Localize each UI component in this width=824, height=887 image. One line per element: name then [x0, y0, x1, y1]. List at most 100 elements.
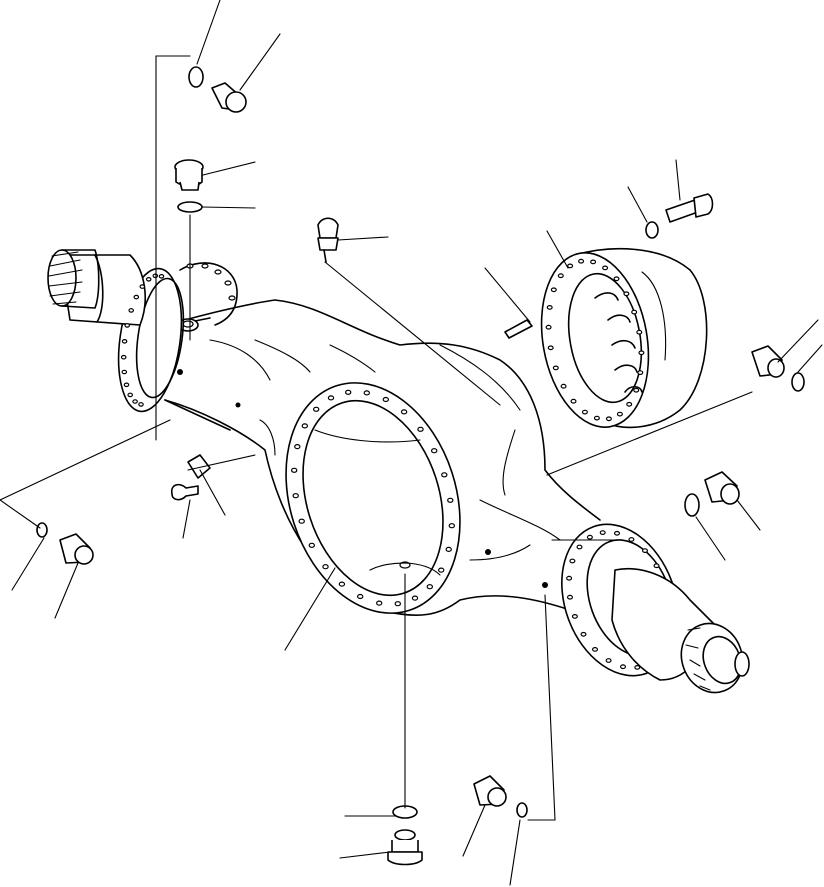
washer — [645, 221, 659, 239]
gasket — [187, 454, 211, 479]
differential-mounting-flange — [285, 382, 461, 614]
plug — [174, 159, 204, 191]
bolt-hole — [441, 472, 448, 478]
plug — [751, 345, 785, 378]
left-flange-holes — [120, 273, 165, 407]
bolt-hole — [586, 534, 593, 540]
leader-line — [462, 804, 486, 857]
bolt-hole — [566, 594, 573, 600]
leader-line — [339, 851, 391, 859]
leader-line — [239, 33, 281, 91]
bolt-hole — [623, 291, 630, 297]
drain-plug — [387, 829, 423, 866]
o-ring — [684, 493, 700, 517]
bolt-hole — [590, 259, 597, 265]
bolt-hole — [127, 392, 134, 398]
o-ring — [516, 802, 528, 818]
bolt-hole — [570, 398, 577, 404]
leader-line — [11, 537, 45, 591]
leader-line — [202, 161, 256, 176]
bolt-hole — [291, 467, 298, 473]
leader-line — [324, 261, 501, 406]
bolt-hole — [438, 567, 445, 573]
bolt-hole — [613, 276, 620, 282]
bolt-hole — [636, 329, 643, 335]
bolt-hole — [653, 563, 660, 569]
bolt-hole — [633, 387, 640, 393]
bolt-hole — [619, 664, 626, 670]
screw — [170, 483, 199, 501]
bolt-hole — [308, 542, 315, 548]
bolt-hole — [447, 497, 454, 503]
leader-line — [509, 819, 521, 886]
dowel-pin — [504, 319, 533, 339]
leader-line — [196, 0, 221, 65]
bolt-hole — [145, 276, 152, 282]
bolt-hole — [294, 444, 301, 450]
bolt-hole — [569, 558, 576, 564]
bolt-hole — [301, 423, 308, 429]
breather — [317, 217, 339, 263]
bolt-hole — [376, 600, 383, 606]
bolt-hole — [557, 273, 564, 279]
leader-line — [797, 344, 823, 373]
leader-line — [546, 230, 569, 269]
bolt-hole — [120, 354, 127, 360]
leader-line — [337, 236, 389, 241]
o-ring — [188, 66, 204, 88]
bolt-hole — [581, 409, 588, 415]
leader-line — [54, 562, 79, 619]
bolt-hole — [382, 396, 389, 403]
ring-carrier — [540, 247, 708, 429]
carrier-bolt-holes — [545, 258, 645, 422]
leader-line — [284, 567, 336, 651]
bolt-hole — [626, 401, 633, 407]
o-ring — [177, 201, 203, 213]
leader-line — [0, 419, 171, 501]
leader-line — [627, 186, 648, 223]
bolt-hole — [128, 308, 135, 313]
bolt-hole — [357, 593, 364, 600]
bolt-hole — [426, 584, 433, 590]
bolt-hole — [599, 530, 606, 535]
leader-line — [695, 516, 726, 561]
bolt-hole — [417, 426, 424, 432]
leader-line — [736, 499, 761, 531]
bolt-hole — [641, 548, 648, 553]
bolt-hole — [545, 324, 552, 330]
bolt-hole — [605, 416, 612, 422]
leader-line — [199, 469, 226, 516]
bolt-hole — [628, 537, 635, 542]
left-spindle — [47, 249, 238, 413]
bolt-hole — [571, 614, 578, 619]
leader-line — [675, 159, 681, 201]
bolt-hole — [550, 287, 557, 293]
leader-line — [201, 206, 256, 209]
bolt-hole — [593, 415, 600, 421]
bolt-hole — [121, 338, 128, 344]
plug — [704, 471, 740, 505]
bolt-hole — [638, 350, 645, 356]
bolt-hole — [345, 389, 352, 395]
plug — [473, 775, 507, 807]
bolt-hole — [547, 345, 554, 351]
bolt-hole — [613, 530, 620, 536]
bolt-hole — [578, 258, 585, 264]
leader-line — [544, 594, 556, 821]
bolt-hole — [560, 383, 567, 389]
bolt-hole — [631, 309, 638, 315]
bolt-hole — [546, 305, 553, 310]
bolt-hole — [400, 409, 408, 415]
bolt-hole — [363, 390, 370, 396]
bolt-hole — [292, 493, 299, 499]
bolt-hole — [605, 658, 612, 663]
leader-line — [777, 319, 819, 363]
leader-line — [484, 267, 531, 323]
bolt-hole — [576, 544, 583, 550]
bolt-hole — [394, 601, 401, 607]
bolt-hole — [411, 595, 419, 601]
bolt-hole — [327, 395, 335, 401]
plug — [59, 533, 94, 565]
